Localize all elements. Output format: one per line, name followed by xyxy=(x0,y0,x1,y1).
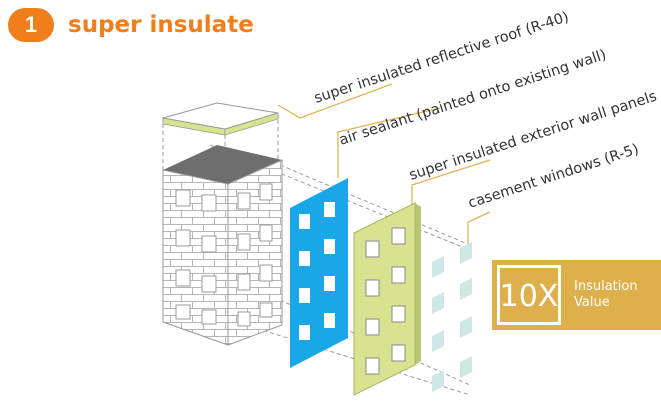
air-sealant-layer xyxy=(290,178,348,368)
header: 1 super insulate xyxy=(8,6,254,44)
insulation-value-box: 10X Insulation Value xyxy=(492,260,661,330)
insulation-text: Insulation xyxy=(574,279,638,294)
step-number-badge: 1 xyxy=(8,8,54,42)
casement-windows xyxy=(432,242,472,392)
value-text: Value xyxy=(574,295,610,310)
reflective-roof-layer xyxy=(162,102,279,136)
label-sealant: air sealant (painted onto existing wall) xyxy=(337,47,608,149)
page-title: super insulate xyxy=(68,12,254,38)
label-roof: super insulated reflective roof (R-40) xyxy=(312,9,571,107)
label-panels: super insulated exterior wall panels (R-… xyxy=(407,73,661,183)
insulated-wall-panel xyxy=(353,202,421,396)
multiplier-text: 10X xyxy=(500,279,559,314)
existing-building xyxy=(162,145,283,346)
